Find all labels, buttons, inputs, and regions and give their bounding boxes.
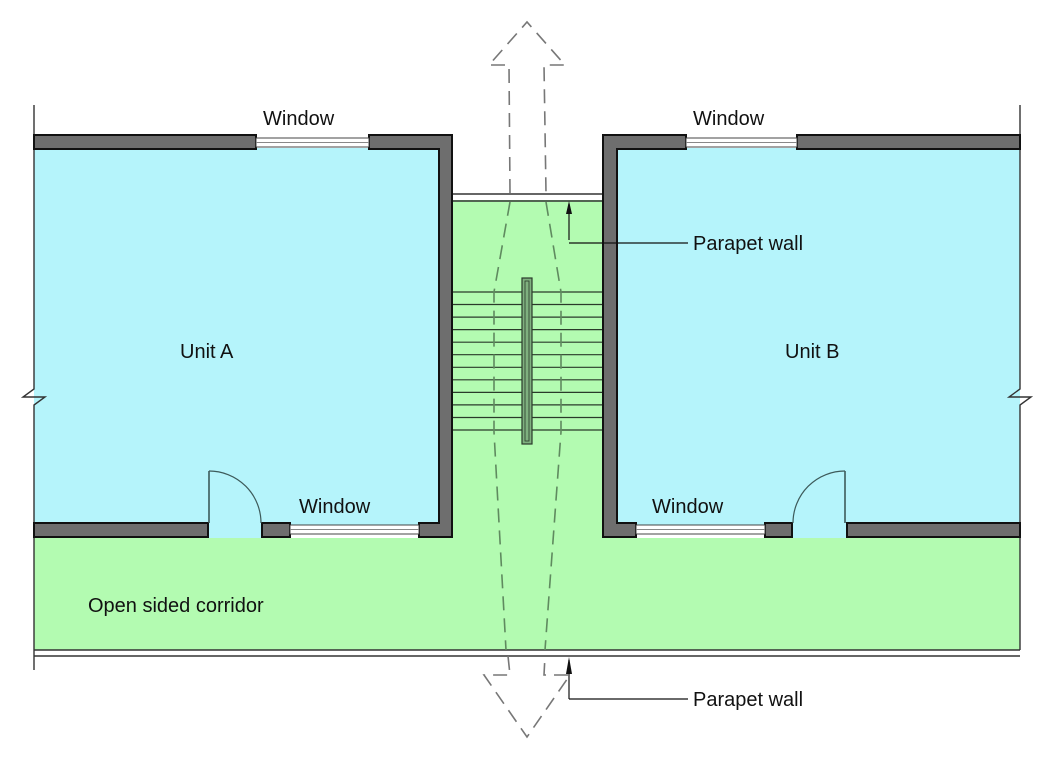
break-line-right: [1006, 105, 1034, 650]
unit-a-top-right-wall: [368, 134, 453, 538]
leader-parapet-upper: [566, 201, 688, 244]
unit-b-door-jamb: [764, 522, 793, 538]
unit-a-floor: [34, 148, 440, 526]
unit-b-top-wall-right: [796, 134, 1021, 150]
unit-b-floor: [617, 148, 1020, 526]
unit-a-door-jamb: [261, 522, 291, 538]
unit-b-door-opening: [793, 520, 847, 538]
window-bottom-right: [635, 524, 766, 535]
label-window-top-left: Window: [263, 108, 335, 130]
unit-a-door-opening: [208, 520, 262, 538]
unit-b-bottom-wall-right: [846, 522, 1021, 538]
window-top-right: [685, 137, 798, 148]
label-window-bottom-right: Window: [652, 496, 724, 518]
escape-route-arrow-up: [487, 20, 567, 194]
label-unit-b: Unit B: [785, 341, 839, 363]
label-window-bottom-left: Window: [299, 496, 371, 518]
label-window-top-right: Window: [693, 108, 765, 130]
unit-a-door[interactable]: [208, 470, 262, 524]
label-parapet-wall-upper: Parapet wall: [693, 233, 803, 255]
stair-handrail-inner: [524, 280, 530, 442]
unit-a-top-wall-left: [33, 134, 257, 150]
unit-b-door[interactable]: [792, 470, 846, 524]
stair-handrail: [521, 277, 533, 445]
break-line-left: [20, 105, 48, 670]
corridor-floor: [34, 538, 1020, 650]
window-top-left: [255, 137, 370, 148]
label-unit-a: Unit A: [180, 341, 234, 363]
label-parapet-wall-lower: Parapet wall: [693, 689, 803, 711]
label-corridor: Open sided corridor: [88, 595, 264, 617]
window-bottom-left: [289, 524, 420, 535]
unit-a-bottom-wall-left: [33, 522, 209, 538]
escape-route-path-through-stair: [493, 201, 562, 651]
escape-route-arrow-down: [482, 655, 572, 739]
leader-parapet-lower: [566, 657, 688, 700]
